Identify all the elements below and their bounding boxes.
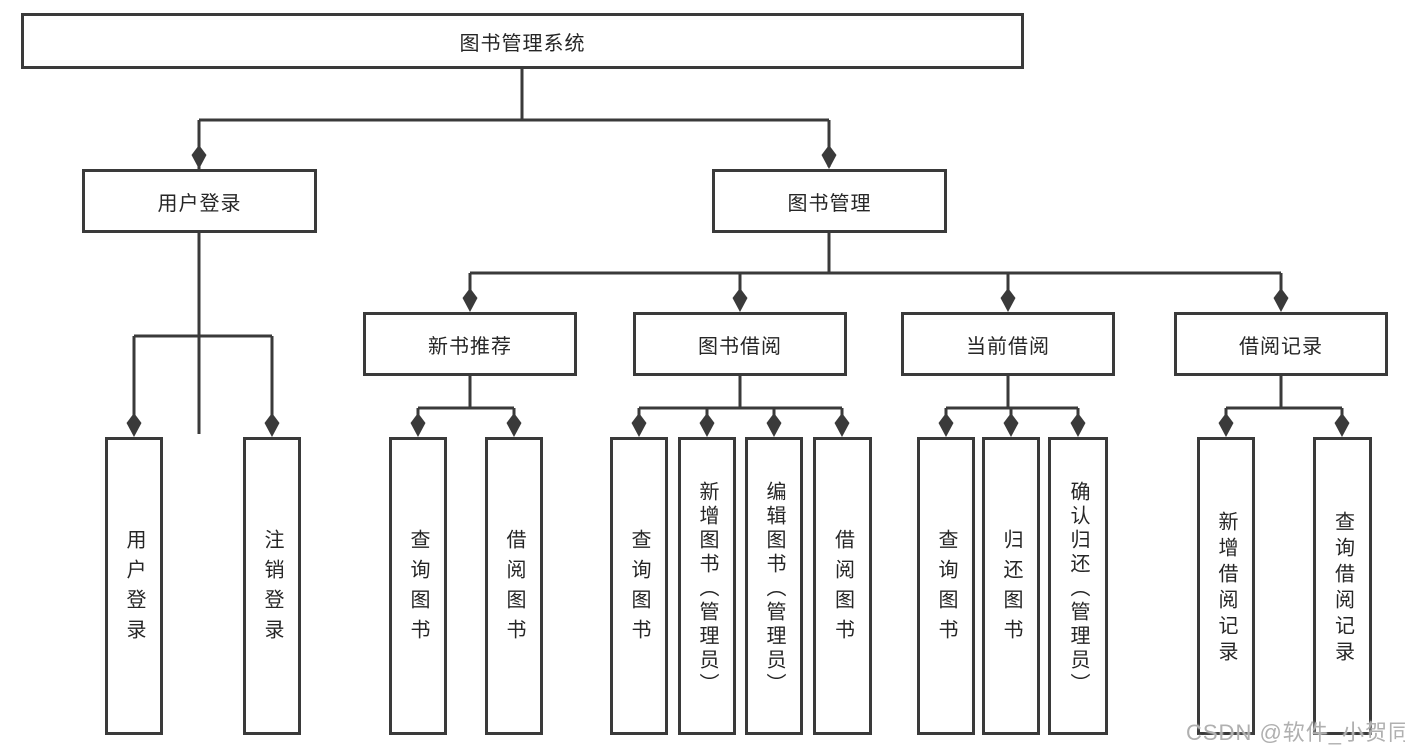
node-current-borrow: 当前借阅 <box>901 312 1115 376</box>
node-new-book-recommend: 新书推荐 <box>363 312 577 376</box>
watermark: CSDN @软件_小贺同学 <box>1186 720 1405 745</box>
node-root: 图书管理系统 <box>21 13 1024 69</box>
leaf-query-borrow-record: 查询借阅记录 <box>1313 437 1372 735</box>
leaf-borrow-book-2: 借阅图书 <box>813 437 872 735</box>
leaf-logout: 注销登录 <box>243 437 301 735</box>
leaf-query-book-2: 查询图书 <box>610 437 668 735</box>
leaf-add-borrow-record: 新增借阅记录 <box>1197 437 1255 735</box>
leaf-user-login: 用户登录 <box>105 437 163 735</box>
leaf-return-book: 归还图书 <box>982 437 1040 735</box>
node-user-login: 用户登录 <box>82 169 317 233</box>
node-book-management: 图书管理 <box>712 169 947 233</box>
leaf-add-book-admin: 新增图书（管理员） <box>678 437 736 735</box>
leaf-borrow-book-1: 借阅图书 <box>485 437 543 735</box>
node-book-borrow: 图书借阅 <box>633 312 847 376</box>
leaf-query-book-3: 查询图书 <box>917 437 975 735</box>
node-borrow-record: 借阅记录 <box>1174 312 1388 376</box>
leaf-confirm-return-admin: 确认归还（管理员） <box>1048 437 1108 735</box>
leaf-edit-book-admin: 编辑图书（管理员） <box>745 437 803 735</box>
leaf-query-book-1: 查询图书 <box>389 437 447 735</box>
